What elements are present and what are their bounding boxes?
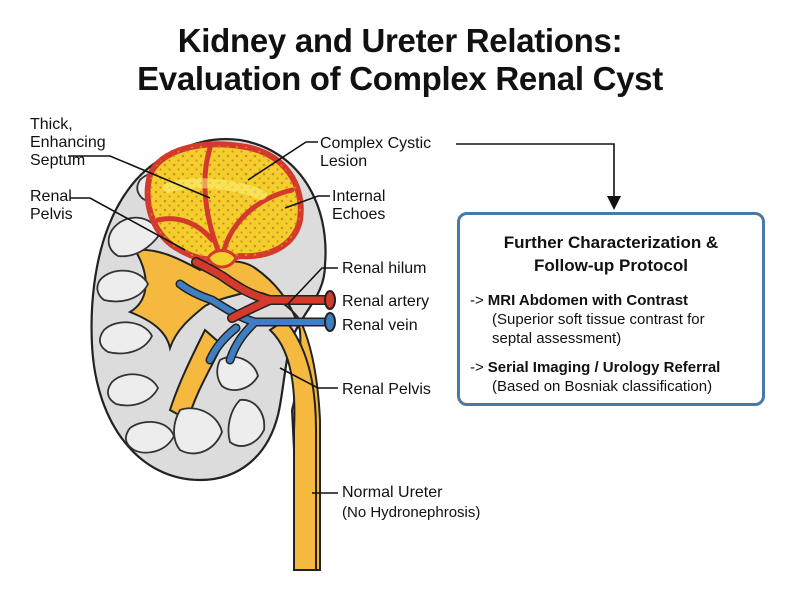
protocol-step-note: (Based on Bosniak classification) (492, 378, 713, 395)
leader-renal-pelvis-left (70, 197, 186, 251)
arrow-icon: -> (470, 292, 484, 309)
ureter (268, 318, 317, 571)
leader-lines (68, 141, 615, 494)
label-no-hydronephrosis: (No Hydronephrosis) (342, 504, 480, 521)
title-line-1: Kidney and Ureter Relations: (177, 22, 623, 59)
arrow-icon: -> (470, 359, 484, 376)
label-renal-vein: Renal vein (342, 317, 418, 334)
protocol-step-note: septal assessment) (492, 330, 622, 347)
protocol-step-title: Serial Imaging / Urology Referral (487, 359, 721, 376)
title-line-2: Evaluation of Complex Renal Cyst (137, 60, 663, 97)
label-renal-pelvis-right: Renal Pelvis (342, 381, 431, 398)
label-normal-ureter: Normal Ureter (342, 484, 443, 501)
label-renal-hilum: Renal hilum (342, 260, 426, 277)
leader-internal-echoes (284, 195, 330, 209)
complex-cyst (144, 141, 304, 269)
leader-renal-pelvis-right (279, 367, 338, 389)
leader-to-protocol-box (456, 143, 615, 198)
protocol-step-mri: ->MRI Abdomen with Contrast (Superior so… (470, 291, 760, 348)
page-title: Kidney and Ureter Relations: Evaluation … (0, 22, 800, 98)
protocol-box: Further Characterization & Follow-up Pro… (457, 212, 765, 406)
protocol-box-title: Further Characterization & Follow-up Pro… (503, 233, 719, 275)
protocol-step-serial-imaging: ->Serial Imaging / Urology Referral (Bas… (470, 358, 760, 396)
arrowhead-icon (607, 196, 621, 210)
leader-septum (68, 155, 211, 199)
leader-renal-hilum (287, 267, 338, 305)
protocol-step-note: (Superior soft tissue contrast for (492, 311, 705, 328)
protocol-step-title: MRI Abdomen with Contrast (487, 292, 689, 309)
renal-artery (191, 257, 336, 323)
label-complex-cystic-lesion: Complex Cystic Lesion (320, 135, 436, 170)
label-renal-artery: Renal artery (342, 293, 429, 310)
label-septum: Thick, Enhancing Septum (30, 116, 110, 169)
renal-pelvis-shape (127, 248, 321, 571)
label-internal-echoes: Internal Echoes (332, 188, 390, 223)
leader-complex-cystic-lesion (247, 141, 318, 181)
label-renal-pelvis-left: Renal Pelvis (30, 188, 76, 223)
